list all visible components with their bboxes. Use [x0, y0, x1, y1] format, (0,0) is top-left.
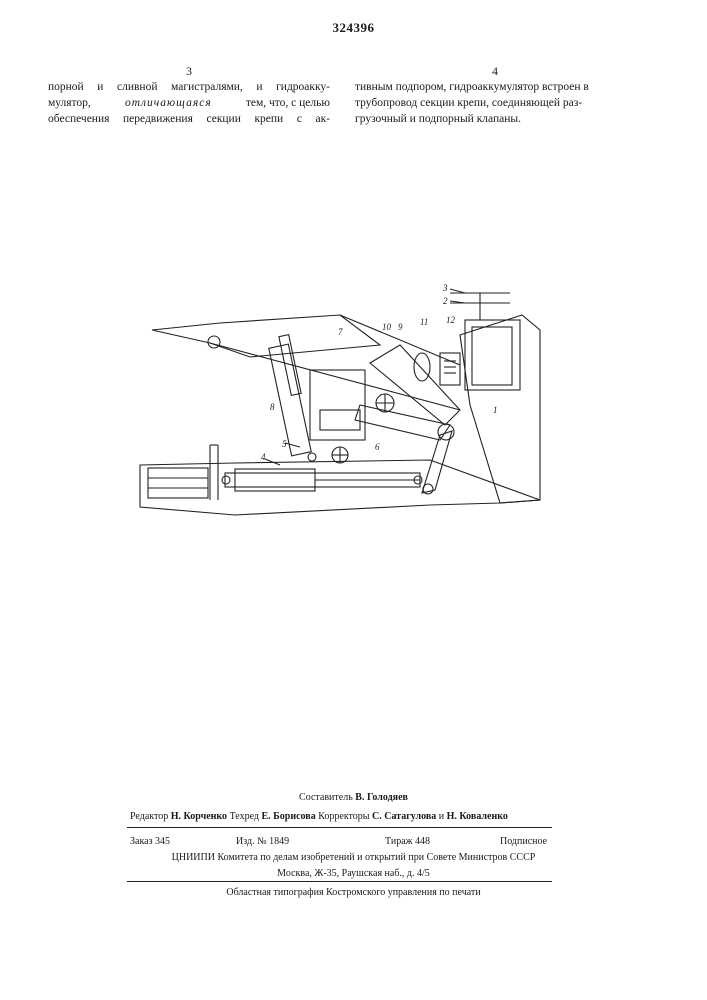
label-3: 3	[442, 283, 448, 293]
label-6: 6	[375, 442, 380, 452]
prop-pin	[308, 453, 316, 461]
column-number-right: 4	[492, 64, 498, 79]
composer-name: В. Голодяев	[355, 792, 408, 803]
institute-line: ЦНИИПИ Комитета по делам изобретений и о…	[0, 852, 707, 863]
leader	[450, 289, 465, 293]
text-span-emphasis: отличающаяся	[125, 95, 212, 111]
label-10: 10	[382, 322, 392, 332]
edition-number: Изд. № 1849	[236, 836, 289, 847]
printer-line: Областная типография Костромского управл…	[0, 887, 707, 898]
text-line: тивным подпором, гидроаккумулятор встрое…	[355, 79, 637, 95]
label-4: 4	[261, 452, 266, 462]
techred-prefix: Техред	[230, 811, 259, 822]
subscription: Подписное	[500, 836, 547, 847]
text-line: порной и сливной магистралями, и гидроак…	[48, 79, 330, 95]
label-9: 9	[398, 322, 403, 332]
link-pin	[423, 484, 433, 494]
editor-prefix: Редактор	[130, 811, 168, 822]
divider-bottom	[127, 881, 552, 882]
composer-line: Составитель В. Голодяев	[0, 792, 707, 803]
label-5: 5	[282, 439, 287, 449]
address-line: Москва, Ж-35, Раушская наб., д. 4/5	[0, 868, 707, 879]
text-line: трубопровод секции крепи, соединяющей ра…	[355, 95, 637, 111]
leader	[285, 443, 300, 447]
canopy-hinge	[208, 336, 220, 348]
text-line: грузочный и подпорный клапаны.	[355, 111, 637, 127]
cylinder-pin	[222, 476, 230, 484]
text-span: мулятор,	[48, 95, 91, 111]
text-line-2: мулятор, отличающаяся тем, что, с целью	[48, 95, 330, 111]
techred-name: Е. Борисова	[262, 811, 316, 822]
label-7: 7	[338, 327, 343, 337]
circulation: Тираж 448	[385, 836, 430, 847]
hydro-accumulator	[414, 353, 430, 381]
label-8: 8	[270, 402, 275, 412]
link-arm-lower	[355, 405, 450, 440]
text-line: обеспечения передвижения секции крепи с …	[48, 111, 330, 127]
advance-cylinder-body	[235, 469, 315, 491]
valve-block-lower	[320, 410, 360, 430]
editors-line: Редактор Н. Корченко Техред Е. Борисова …	[130, 811, 508, 822]
divider-top	[127, 827, 552, 828]
corrector-name-1: С. Сатагулова	[372, 811, 436, 822]
label-11: 11	[420, 317, 428, 327]
control-block-inner	[472, 327, 512, 385]
patent-number: 324396	[0, 20, 707, 36]
order-number: Заказ 345	[130, 836, 170, 847]
text-column-left: порной и сливной магистралями, и гидроак…	[48, 79, 330, 127]
label-12: 12	[446, 315, 456, 325]
and-word: и	[439, 811, 444, 822]
mine-support-section-drawing: 1 2 3 4 5 6 7 8 9 10 11 12	[130, 275, 550, 525]
column-number-left: 3	[186, 64, 192, 79]
editor-name: Н. Корченко	[171, 811, 227, 822]
text-span: тем, что, с целью	[246, 95, 330, 111]
label-2: 2	[443, 296, 448, 306]
text-column-right: тивным подпором, гидроаккумулятор встрое…	[355, 79, 637, 127]
canopy-outline	[152, 315, 380, 357]
corrector-name-2: Н. Коваленко	[447, 811, 508, 822]
label-1: 1	[493, 405, 498, 415]
base-rail	[148, 468, 208, 498]
correctors-prefix: Корректоры	[318, 811, 369, 822]
composer-prefix: Составитель	[299, 792, 353, 803]
